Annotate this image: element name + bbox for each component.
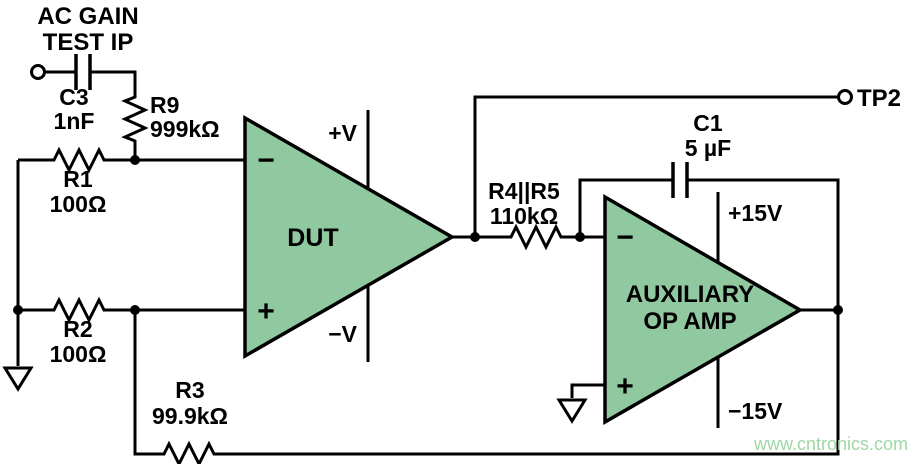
r1-value-label: 100Ω [50, 191, 107, 217]
capacitor-c3 [74, 54, 92, 90]
r9-value-label: 999kΩ [150, 116, 220, 142]
c1-value-label: 5 µF [685, 135, 731, 161]
dut-supply-pos-label: +V [328, 120, 357, 146]
r3-value-label: 99.9kΩ [152, 403, 228, 429]
aux-inverting-sign: − [616, 221, 634, 254]
junction-left-rail [13, 305, 23, 315]
ground-symbol-left [2, 366, 34, 392]
r2-value-label: 100Ω [50, 341, 107, 367]
dut-opamp-triangle [243, 114, 456, 360]
junction-r9-r1 [130, 155, 140, 165]
r3-ref-label: R3 [175, 377, 204, 403]
aux-supply-neg-label: −15V [728, 398, 783, 424]
r2-ref-label: R2 [63, 316, 92, 342]
wire-c3-to-r9 [90, 70, 137, 92]
dut-inverting-sign: − [257, 144, 275, 177]
ground-symbol-aux [556, 398, 588, 424]
junction-dut-output [470, 232, 480, 242]
r4r5-value-label: 110kΩ [490, 203, 558, 229]
resistor-r2 [48, 296, 112, 324]
dut-label: DUT [287, 224, 338, 252]
input-label-line2: TEST IP [43, 29, 134, 56]
c3-value-label: 1nF [54, 108, 95, 134]
wire-feedback-bottom-left [133, 310, 158, 456]
c3-ref-label: C3 [59, 84, 88, 110]
resistor-r1 [48, 146, 112, 174]
dut-noninverting-sign: + [257, 295, 275, 328]
input-terminal [30, 64, 46, 80]
tp2-terminal [837, 89, 853, 105]
capacitor-c1 [671, 162, 689, 198]
resistor-r4r5 [505, 223, 569, 251]
tp2-label: TP2 [857, 85, 901, 112]
r1-ref-label: R1 [63, 166, 93, 192]
wire-output-to-tp2 [473, 95, 838, 237]
dut-supply-neg-label: −V [328, 321, 357, 347]
resistor-r3 [158, 440, 222, 464]
wire-aux-noninverting-to-ground [570, 383, 605, 398]
r9-ref-label: R9 [150, 92, 179, 118]
aux-noninverting-sign: + [616, 370, 634, 403]
wire-c1-to-aux-output [687, 178, 840, 310]
aux-supply-pos-label: +15V [728, 200, 783, 226]
junction-aux-output [833, 305, 843, 315]
wire-node-to-c1 [578, 178, 673, 237]
resistor-r9 [121, 92, 149, 145]
input-label-line1: AC GAIN [37, 3, 138, 30]
watermark-text: www.cntronics.com [753, 434, 908, 454]
c1-ref-label: C1 [693, 110, 723, 136]
junction-aux-inverting [575, 232, 585, 242]
aux-label-line2: OP AMP [643, 308, 736, 335]
aux-opamp-triangle [603, 193, 804, 426]
wire-feedback-right-bottom [222, 310, 840, 456]
r4r5-ref-label: R4||R5 [488, 178, 560, 204]
junction-feedback-r2 [130, 305, 140, 315]
aux-label-line1: AUXILIARY [626, 281, 754, 308]
